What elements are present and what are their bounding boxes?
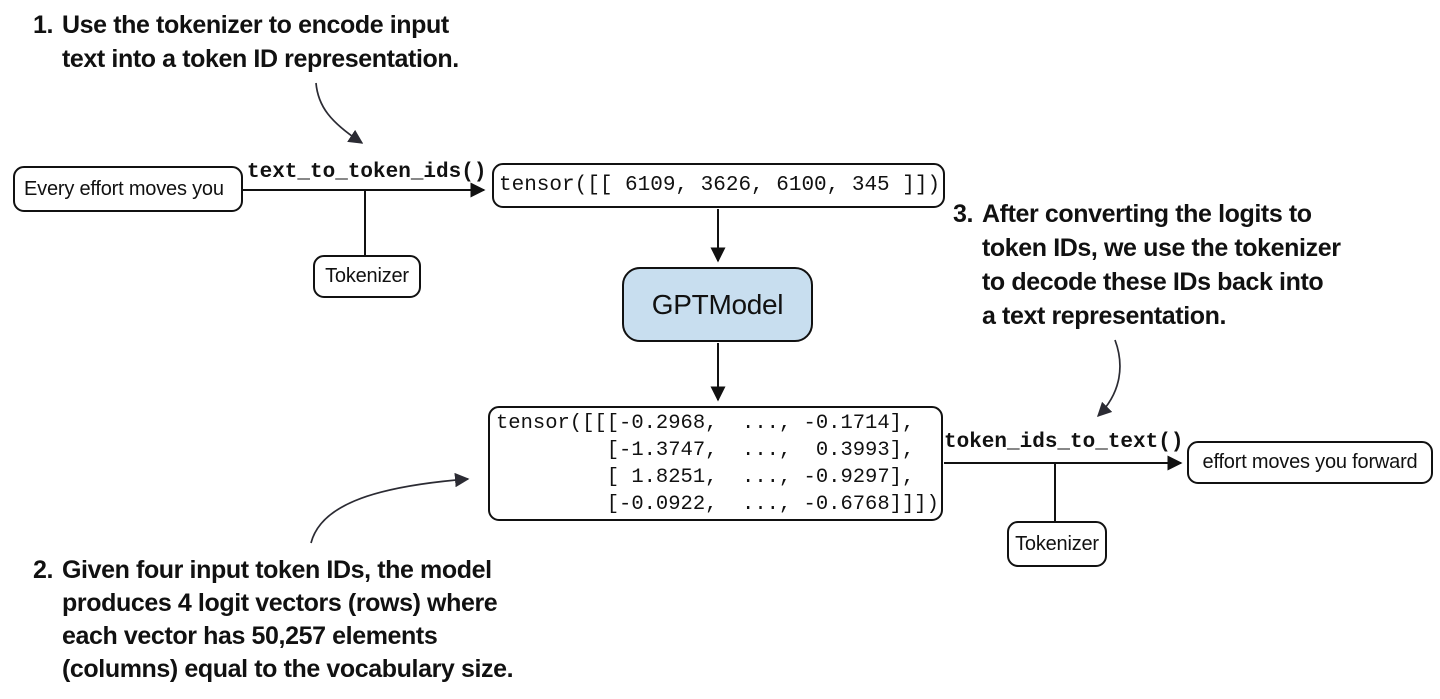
annotation-step-1: 1. Use the tokenizer to encode input tex… <box>33 8 459 76</box>
token-ids-value: tensor([[ 6109, 3626, 6100, 345 ]]) <box>499 174 941 197</box>
annotation-1-text: Use the tokenizer to encode input text i… <box>62 11 459 73</box>
annotation-step-2: 2. Given four input token IDs, the model… <box>33 554 514 686</box>
encode-function-label: text_to_token_ids() <box>247 161 487 184</box>
logits-line: [-1.3747, ..., 0.3993], <box>496 438 915 462</box>
annotation-2-number: 2. <box>33 556 54 584</box>
tokenizer-decode-label: Tokenizer <box>1015 532 1099 555</box>
annotation-2-arrow <box>310 472 470 544</box>
decode-function-label: token_ids_to_text() <box>944 431 1184 454</box>
gpt-model-label: GPTModel <box>651 288 784 320</box>
tokenizer-decode-node: Tokenizer <box>1007 521 1107 567</box>
logits-line: tensor([[[-0.2968, ..., -0.1714], <box>496 411 915 435</box>
gpt-model-node: GPTModel <box>622 267 813 342</box>
tokenizer-encode-label: Tokenizer <box>325 265 409 287</box>
logits-line: [ 1.8251, ..., -0.9297], <box>496 465 915 489</box>
output-text-node: effort moves you forward <box>1187 441 1433 484</box>
output-text-label: effort moves you forward <box>1202 451 1418 473</box>
input-text-node: Every effort moves you <box>13 166 243 212</box>
annotation-3-text: After converting the logits to token IDs… <box>982 200 1341 330</box>
logits-line: [-0.0922, ..., -0.6768]]]) <box>496 492 939 516</box>
annotation-step-3: 3. After converting the logits to token … <box>953 197 1341 333</box>
token-ids-node: tensor([[ 6109, 3626, 6100, 345 ]]) <box>492 163 945 208</box>
annotation-1-arrow <box>315 82 364 144</box>
tokenizer-encode-node: Tokenizer <box>313 255 421 298</box>
input-text-label: Every effort moves you <box>24 177 224 200</box>
annotation-2-text: Given four input token IDs, the model pr… <box>62 556 514 683</box>
annotation-3-arrow <box>1096 339 1121 418</box>
annotation-3-number: 3. <box>953 200 974 228</box>
logits-node: tensor([[[-0.2968, ..., -0.1714], [-1.37… <box>488 406 943 521</box>
annotation-1-number: 1. <box>33 11 54 39</box>
